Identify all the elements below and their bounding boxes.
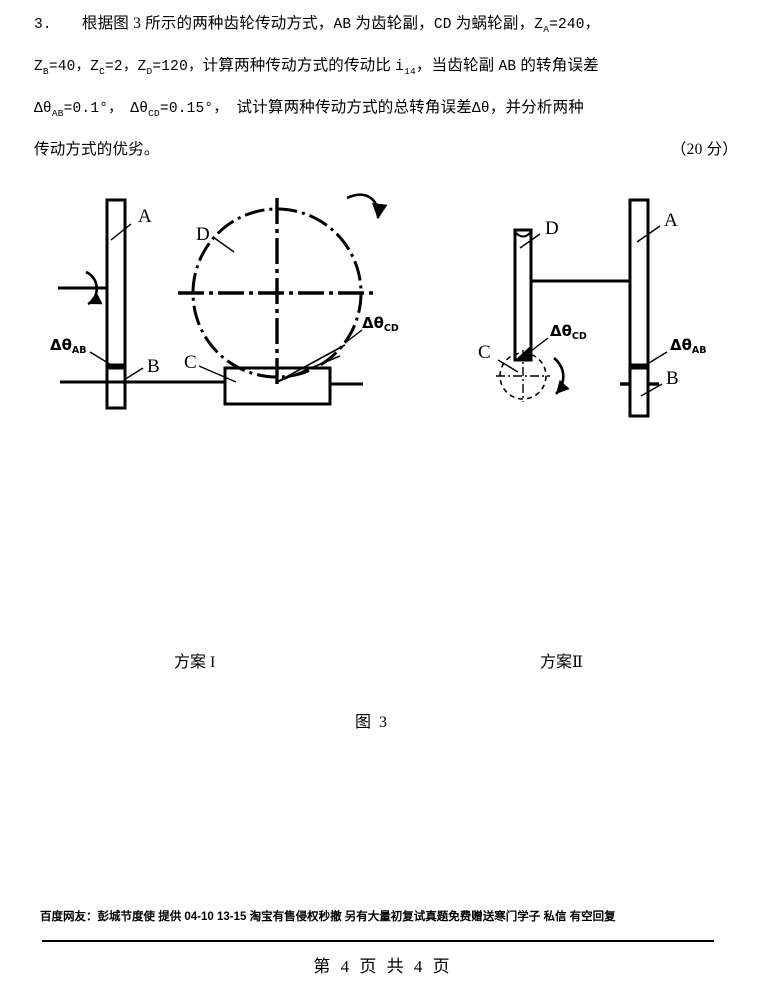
worm-c-leader [198,365,237,383]
s2-gear-b-leader [640,383,663,397]
error-cd-wedge-line-a [276,344,346,383]
s2-worm-wheel-d-body [513,228,533,362]
question-number: 3. [34,17,52,33]
question-line-3: ΔθAB=0.1°， ΔθCD=0.15°， 试计算两种传动方式的总转角误差Δθ… [34,90,738,132]
q2-seg: ZB=40，ZC=2，ZD=120，计算两种传动方式的传动比 i14，当齿轮副 … [34,57,599,78]
footer-note: 百度网友：彭城节度使 提供 04-10 13-15 淘宝有售侵权秒撤 另有大量初… [40,911,616,923]
wheel-rotation-arrow [346,193,388,220]
label-error-ab-two: ΔθAB [670,336,707,356]
gear-b-body [105,366,127,410]
q4-seg: 传动方式的优劣。 [34,141,160,159]
figure-area: A B C D ΔθAB ΔθCD D A B C ΔθCD ΔθAB 方案 I… [0,180,766,731]
s2-gear-a-leader [636,225,661,243]
s2-gear-b-body [628,366,650,418]
label-worm-wheel-d-one: D [196,224,210,245]
error-cd-leader [344,329,363,344]
question-block: 3. 根据图 3 所示的两种齿轮传动方式，AB 为齿轮副，CD 为蜗轮副，ZA=… [34,6,738,168]
page-number: 第 4 页 共 4 页 [313,957,453,976]
question-line-1: 3. 根据图 3 所示的两种齿轮传动方式，AB 为齿轮副，CD 为蜗轮副，ZA=… [34,6,738,48]
gear-b-leader [123,367,144,381]
s2-worm-c-leader [497,359,519,373]
label-worm-wheel-d-two: D [545,218,559,239]
q3-seg: ΔθAB=0.1°， ΔθCD=0.15°， 试计算两种传动方式的总转角误差Δθ… [34,99,584,120]
gear-a-body [105,198,127,367]
label-gear-a-one: A [138,206,152,227]
label-error-cd-two: ΔθCD [550,322,587,342]
s2-d-top-notch [515,232,531,238]
mechanism-diagrams: A B C D ΔθAB ΔθCD D A B C ΔθCD ΔθAB [50,193,707,418]
scheme-two-diagram [496,198,668,418]
label-gear-a-two: A [664,210,678,231]
figure-label: 图 3 [355,714,390,731]
q1-seg: 根据图 3 所示的两种齿轮传动方式，AB 为齿轮副，CD 为蜗轮副，ZA=240… [81,15,600,36]
label-gear-b-one: B [147,356,160,377]
label-worm-c-one: C [184,352,197,373]
s2-worm-wheel-d-leader [519,233,541,249]
label-gear-b-two: B [666,368,679,389]
label-worm-c-two: C [478,342,491,363]
s2-error-cd-leader [530,337,549,352]
s2-gear-a-body [628,198,650,367]
label-error-ab-one: ΔθAB [50,336,87,356]
scheme-one-diagram [58,193,388,410]
gear-a-leader [110,223,132,241]
question-line-4: 传动方式的优劣。 （20 分） [34,132,738,168]
s2-error-cd-wedge [514,344,532,361]
s2-rotation-arrow [553,357,570,395]
error-cd-wedge-line-b [276,355,341,383]
worm-wheel-d-leader [212,236,235,253]
s2-error-ab-leader [643,351,668,367]
question-line-2: ZB=40，ZC=2，ZD=120，计算两种传动方式的传动比 i14，当齿轮副 … [34,48,738,90]
footer-divider [42,940,714,942]
question-points: （20 分） [670,141,738,159]
error-ab-leader [89,351,114,367]
input-rotation-arrow [85,270,103,306]
scheme-one-caption: 方案 I [174,654,216,671]
scheme-two-caption: 方案Ⅱ [540,654,583,671]
s2-worm-c-circle [499,352,547,400]
label-error-cd-one: ΔθCD [362,314,399,334]
